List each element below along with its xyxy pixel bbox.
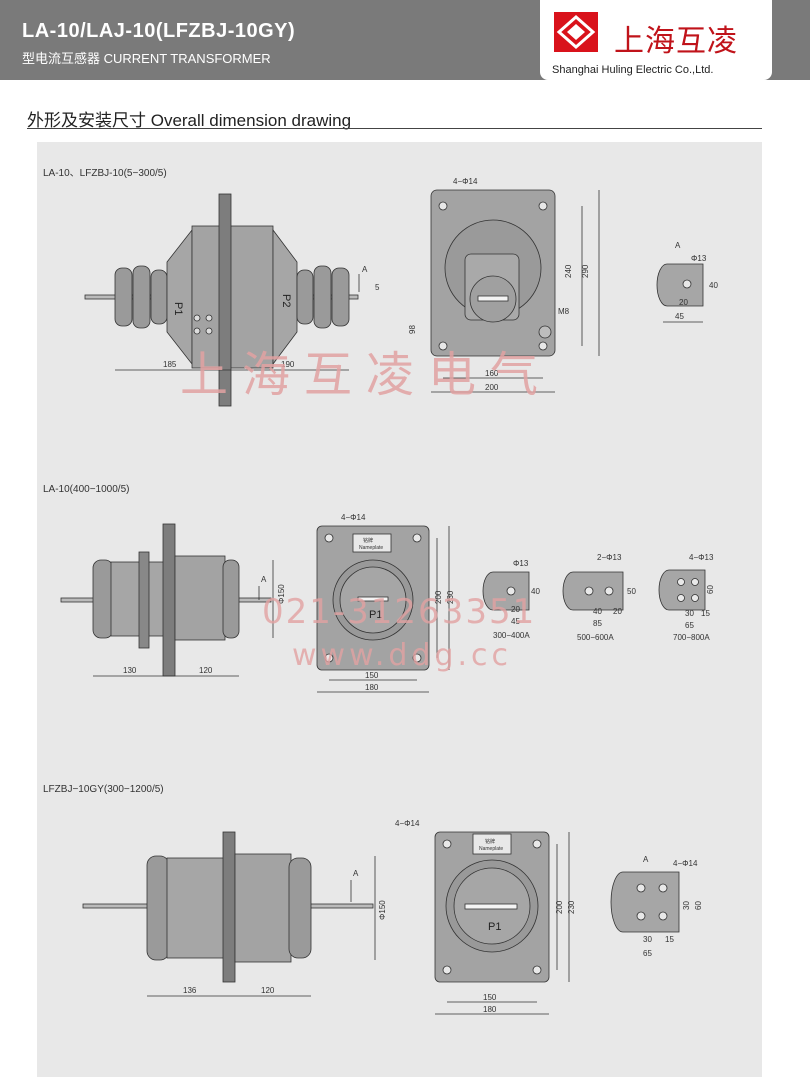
d1-dim-98: 98 xyxy=(408,325,417,334)
watermark-company: 上海互凌电气 xyxy=(180,347,553,403)
d2-phi13a: Φ13 xyxy=(513,559,529,568)
d1-dim-160: 160 xyxy=(485,369,499,378)
d3-dim-200: 200 xyxy=(555,900,564,914)
drawing-1-front-view: 4−Φ14 M8 240 290 98 160 200 xyxy=(408,177,600,393)
d2-dim-85: 85 xyxy=(593,619,602,628)
d2-dim-40b: 40 xyxy=(593,607,602,616)
d1-dim-190: 190 xyxy=(281,360,295,369)
d1-a: A xyxy=(675,241,681,250)
d3-dim-120: 120 xyxy=(261,986,275,995)
d2-dim-50: 50 xyxy=(627,587,636,596)
d1-dim-200: 200 xyxy=(485,383,499,392)
d1-p1: P1 xyxy=(172,302,184,315)
d2-dim-30: 30 xyxy=(685,609,694,618)
d3-dim-230: 230 xyxy=(567,900,576,914)
d3-dim-60: 60 xyxy=(694,901,703,910)
d2-dim-130: 130 xyxy=(123,666,137,675)
drawing-2-label: LA-10(400−1000/5) xyxy=(43,484,129,495)
drawing-panel: LA-10、LFZBJ-10(5−300/5) P1 P2 A 5 xyxy=(37,142,762,1077)
drawing-3-label: LFZBJ−10GY(300−1200/5) xyxy=(43,784,164,795)
d2-dim-20b: 20 xyxy=(613,607,622,616)
section-divider xyxy=(27,128,762,129)
drawing-2-side-view: LA-10(400−1000/5) A Φ150 130 120 xyxy=(43,484,286,677)
d3-p1: P1 xyxy=(488,921,501,933)
d1-dim-20: 20 xyxy=(679,298,688,307)
d1-phi13: Φ13 xyxy=(691,254,707,263)
d2-dim-15: 15 xyxy=(701,609,710,618)
drawing-3-front-view: 铭牌 Nameplate P1 4−Φ14 200 230 150 180 xyxy=(395,819,576,1015)
watermark-phone: 021-31263351 xyxy=(262,592,537,632)
d2-dim-45a: 45 xyxy=(511,617,520,626)
d3-holes: 4−Φ14 xyxy=(395,819,420,828)
dimension-drawings: LA-10、LFZBJ-10(5−300/5) P1 P2 A 5 xyxy=(43,168,718,1015)
drawing-2-terminal-b: 2−Φ13 50 40 20 85 500−600A xyxy=(562,553,636,642)
d2-p1: P1 xyxy=(369,609,382,621)
d2-dim-65: 65 xyxy=(685,621,694,630)
d2-holes2: 2−Φ13 xyxy=(597,553,622,562)
d2-dim-230: 230 xyxy=(446,590,455,604)
d1-dim-290: 290 xyxy=(581,264,590,278)
d2-holes4: 4−Φ13 xyxy=(689,553,714,562)
d1-dim-5: 5 xyxy=(375,283,380,292)
d3-holes4: 4−Φ14 xyxy=(673,859,698,868)
brand-name-cn: 上海互凌 xyxy=(614,24,738,59)
d2-dim-60: 60 xyxy=(706,585,715,594)
d1-view-a: A xyxy=(362,265,368,274)
d2-view-a: A xyxy=(261,575,267,584)
d3-dim-15: 15 xyxy=(665,935,674,944)
d2-nameplate: Nameplate xyxy=(359,545,383,551)
drawing-1-side-view: LA-10、LFZBJ-10(5−300/5) P1 P2 A 5 xyxy=(43,168,380,407)
drawing-1-label: LA-10、LFZBJ-10(5−300/5) xyxy=(43,168,167,179)
d2-dim-120: 120 xyxy=(199,666,213,675)
d3-nameplate: Nameplate xyxy=(479,846,503,852)
d2-cap-c: 700−800A xyxy=(673,633,710,642)
drawing-3-view-a: A 4−Φ14 30 60 30 15 65 xyxy=(610,855,703,958)
d2-nameplate-cn: 铭牌 xyxy=(363,537,373,544)
brand-mark-icon xyxy=(554,12,598,52)
d2-cap-b: 500−600A xyxy=(577,633,614,642)
d2-phi150: Φ150 xyxy=(277,584,286,604)
d3-dim-65: 65 xyxy=(643,949,652,958)
page-header: LA-10/LAJ-10(LFZBJ-10GY) 型电流互感器 CURRENT … xyxy=(0,0,810,80)
d2-dim-200: 200 xyxy=(434,590,443,604)
watermark-website: www.ddg.cc xyxy=(292,638,513,673)
d3-nameplate-cn: 铭牌 xyxy=(485,838,495,845)
product-subtitle: 型电流互感器 CURRENT TRANSFORMER xyxy=(22,51,271,66)
d2-dim-180: 180 xyxy=(365,683,379,692)
d1-m8: M8 xyxy=(558,307,570,316)
d1-dim-45: 45 xyxy=(675,312,684,321)
brand-name-en: Shanghai Huling Electric Co.,Ltd. xyxy=(552,64,714,76)
brand-logo: 上海互凌 Shanghai Huling Electric Co.,Ltd. xyxy=(540,0,772,80)
d1-dim-185: 185 xyxy=(163,360,177,369)
drawing-1-view-a: A Φ13 40 20 45 xyxy=(656,241,718,323)
d1-dim-40: 40 xyxy=(709,281,718,290)
d2-dim-150: 150 xyxy=(365,671,379,680)
product-title: LA-10/LAJ-10(LFZBJ-10GY) xyxy=(22,20,296,42)
d2-dim-40a: 40 xyxy=(531,587,540,596)
d2-dim-20a: 20 xyxy=(511,605,520,614)
d2-cap-a: 300−400A xyxy=(493,631,530,640)
d3-view-a: A xyxy=(353,869,359,878)
d3-a: A xyxy=(643,855,649,864)
drawing-3-side-view: LFZBJ−10GY(300−1200/5) A Φ150 136 120 xyxy=(43,784,387,997)
d3-dim-136: 136 xyxy=(183,986,197,995)
d2-holes: 4−Φ14 xyxy=(341,513,366,522)
drawing-2-front-view: 铭牌 Nameplate P1 4−Φ14 200 230 150 180 xyxy=(316,513,455,693)
d3-dim-30h: 30 xyxy=(643,935,652,944)
d3-dim-150: 150 xyxy=(483,993,497,1002)
drawing-2-terminal-c: 4−Φ13 60 30 15 65 700−800A xyxy=(658,553,715,642)
d3-phi150: Φ150 xyxy=(378,900,387,920)
d1-holes: 4−Φ14 xyxy=(453,177,478,186)
drawing-2-terminal-a: Φ13 40 20 45 300−400A xyxy=(482,559,540,640)
d3-dim-30v: 30 xyxy=(682,901,691,910)
d1-dim-240: 240 xyxy=(564,264,573,278)
d1-p2: P2 xyxy=(280,294,292,307)
section-title: 外形及安装尺寸 Overall dimension drawing xyxy=(27,111,352,130)
d3-dim-180: 180 xyxy=(483,1005,497,1014)
